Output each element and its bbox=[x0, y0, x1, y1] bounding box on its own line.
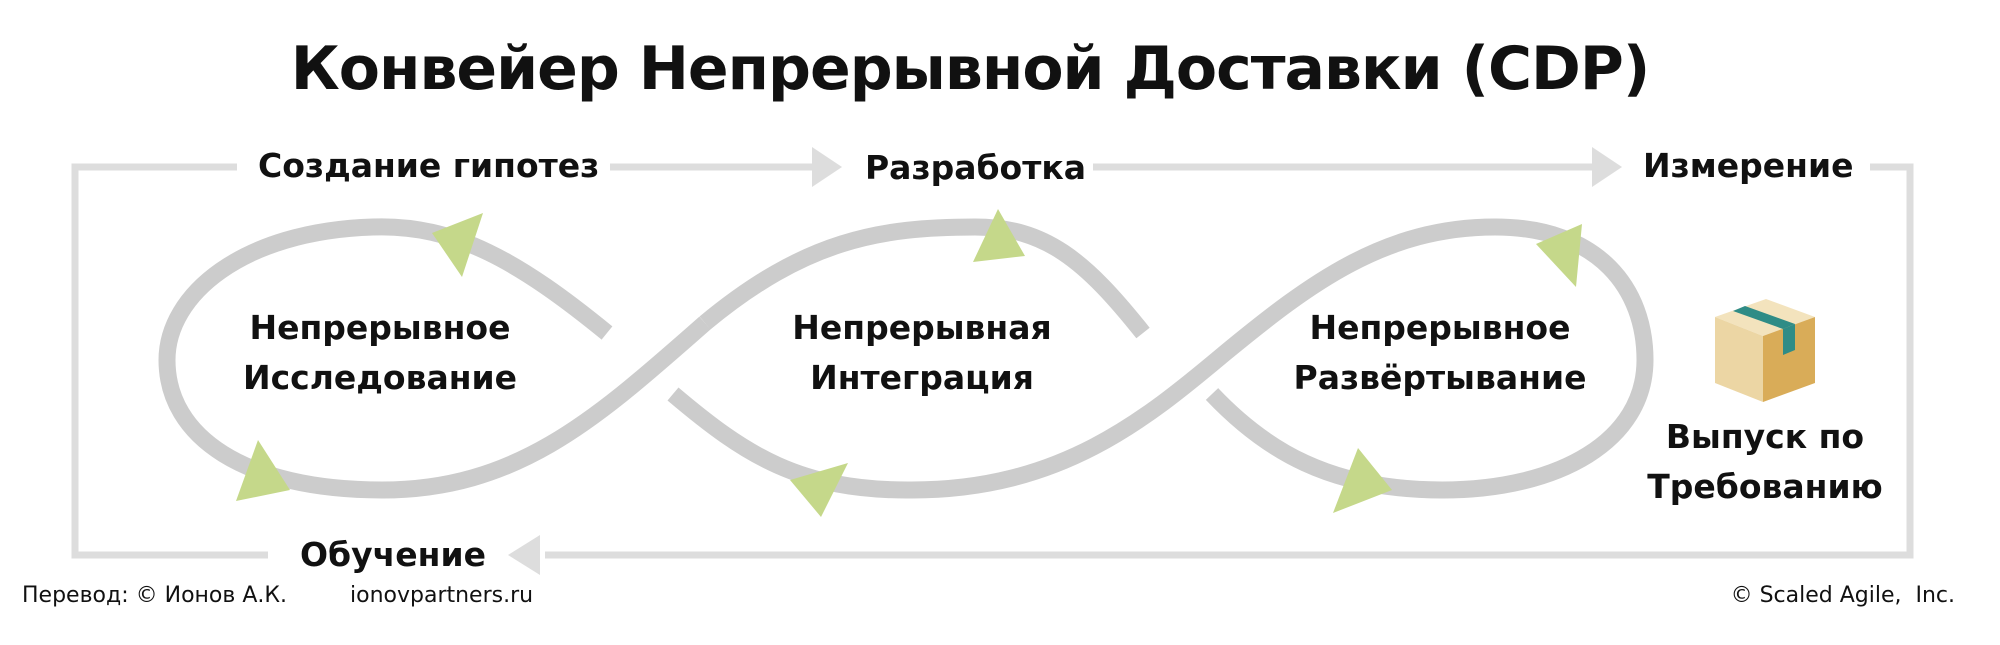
box-left-face bbox=[1715, 317, 1763, 402]
loop-middle-ribbon bbox=[667, 218, 1496, 499]
loop-arrow-5 bbox=[1536, 224, 1582, 287]
copyright-credit: © Scaled Agile, Inc. bbox=[1730, 583, 1955, 608]
arrow-to-learning bbox=[508, 535, 540, 575]
release-label-line: Выпуск по bbox=[1665, 417, 1865, 456]
release-label-line: Требованию bbox=[1647, 467, 1883, 506]
translation-credit: Перевод: © Ионов А.К. bbox=[22, 583, 287, 608]
frame-arrowheads bbox=[508, 147, 1622, 575]
loop-arrow-6 bbox=[1333, 448, 1392, 513]
stage-label-measurement: Измерение bbox=[1643, 146, 1854, 185]
page-title: Конвейер Непрерывной Доставки (CDP) bbox=[290, 34, 1651, 104]
frame-left-segment bbox=[71, 163, 268, 559]
arrow-to-measurement bbox=[1592, 147, 1622, 187]
loop-right-ribbon bbox=[1205, 218, 1654, 499]
loop-label-line: Исследование bbox=[242, 358, 518, 397]
loop-label-line: Непрерывная bbox=[792, 308, 1052, 347]
loop-arrow-2 bbox=[236, 440, 290, 501]
loop-arrows bbox=[236, 209, 1582, 517]
box-tape-top bbox=[1733, 306, 1795, 329]
outer-frame bbox=[71, 163, 1914, 559]
loop-arrow-1 bbox=[432, 213, 483, 277]
box-tape-side bbox=[1783, 324, 1795, 355]
loop-label-integration: Непрерывная Интеграция bbox=[772, 303, 1072, 403]
loop-label-deployment: Непрерывное Развёртывание bbox=[1275, 303, 1605, 403]
package-box-icon bbox=[1715, 299, 1815, 402]
loop-middle-top-ribbon bbox=[699, 218, 1150, 339]
loop-ribbons bbox=[158, 218, 1654, 499]
loop-arrow-4 bbox=[973, 209, 1025, 262]
release-on-demand-label: Выпуск по Требованию bbox=[1625, 412, 1905, 512]
frame-right-segment bbox=[545, 163, 1914, 559]
stage-label-learning: Обучение bbox=[300, 535, 486, 574]
loop-label-line: Интеграция bbox=[810, 358, 1034, 397]
loop-label-exploration: Непрерывное Исследование bbox=[230, 303, 530, 403]
loop-label-line: Развёртывание bbox=[1293, 358, 1587, 397]
stage-label-development: Разработка bbox=[865, 148, 1087, 187]
loop-label-line: Непрерывное bbox=[1309, 308, 1571, 347]
loop-arrow-3 bbox=[790, 463, 848, 517]
loop-label-line: Непрерывное bbox=[249, 308, 511, 347]
stage-label-hypothesis: Создание гипотез bbox=[258, 146, 600, 185]
arrow-to-development bbox=[812, 147, 842, 187]
website-credit: ionovpartners.ru bbox=[350, 583, 534, 608]
box-right-face bbox=[1763, 317, 1815, 402]
